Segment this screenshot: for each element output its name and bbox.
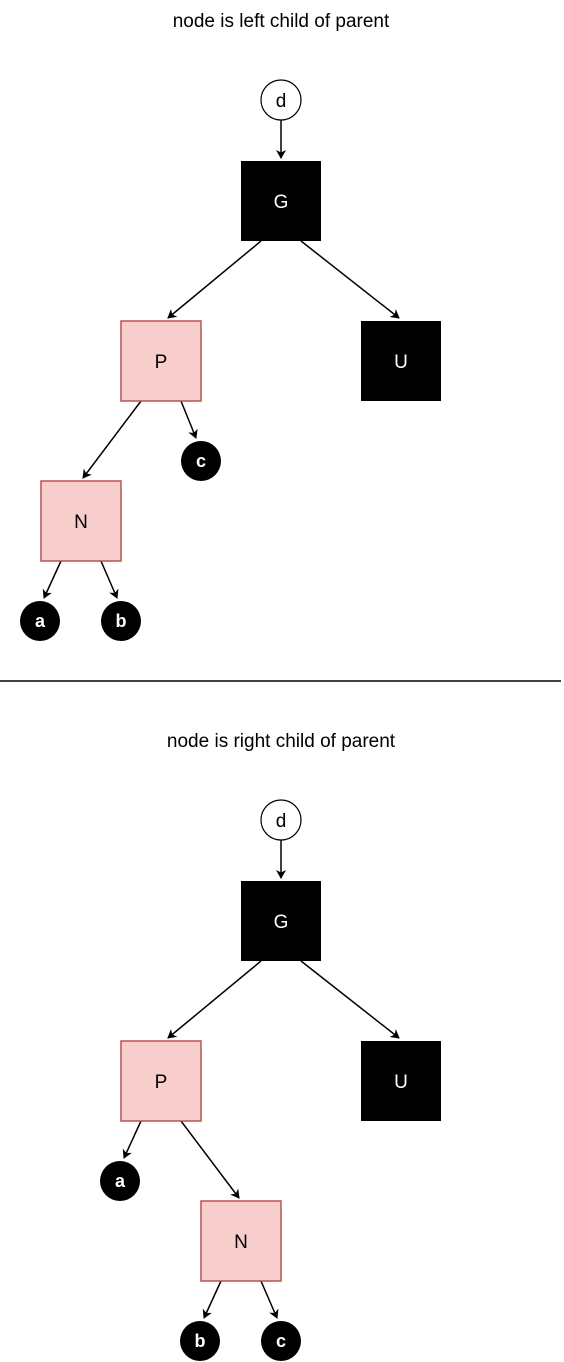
edge-n-to-b xyxy=(100,560,119,599)
edges xyxy=(122,840,400,1319)
leaf-b: b xyxy=(180,1321,220,1361)
edge-n-to-b xyxy=(202,1280,222,1319)
node-n-label: N xyxy=(74,512,88,533)
node-p: P xyxy=(120,320,202,402)
edge-p-to-n xyxy=(180,1120,240,1199)
leaf-b-label: b xyxy=(116,611,127,631)
diagram-left-child: node is left child of parent d G P xyxy=(20,11,441,641)
edge-g-to-u xyxy=(300,960,400,1039)
node-g-label: G xyxy=(274,192,289,213)
edges xyxy=(42,120,400,599)
node-d-label: d xyxy=(276,91,287,112)
edge-g-to-p xyxy=(167,960,262,1039)
leaf-a: a xyxy=(20,601,60,641)
node-n-label: N xyxy=(234,1232,248,1253)
leaf-b: b xyxy=(101,601,141,641)
node-p: P xyxy=(120,1040,202,1122)
leaf-a-label: a xyxy=(35,611,46,631)
node-g: G xyxy=(241,161,321,241)
node-p-label: P xyxy=(155,352,168,373)
node-g: G xyxy=(241,881,321,961)
node-p-label: P xyxy=(155,1072,168,1093)
node-u-label: U xyxy=(394,352,408,373)
node-d-label: d xyxy=(276,811,287,832)
node-d: d xyxy=(260,799,302,841)
node-n: N xyxy=(200,1200,282,1282)
node-u: U xyxy=(361,1041,441,1121)
leaf-b-label: b xyxy=(195,1331,206,1351)
edge-g-to-u xyxy=(300,240,400,319)
edge-p-to-c xyxy=(180,400,198,439)
node-g-label: G xyxy=(274,912,289,933)
diagram-title: node is right child of parent xyxy=(167,731,396,752)
node-u-label: U xyxy=(394,1072,408,1093)
node-n: N xyxy=(40,480,122,562)
diagram-right-child: node is right child of parent d G P xyxy=(100,731,441,1361)
edge-p-to-n xyxy=(82,400,142,479)
leaf-a-label: a xyxy=(115,1171,126,1191)
edge-g-to-p xyxy=(167,240,262,319)
edge-n-to-a xyxy=(42,560,62,599)
diagram-title: node is left child of parent xyxy=(173,11,390,32)
node-u: U xyxy=(361,321,441,401)
leaf-c: c xyxy=(181,441,221,481)
edge-p-to-a xyxy=(122,1120,142,1159)
leaf-c-label: c xyxy=(276,1331,286,1351)
leaf-a: a xyxy=(100,1161,140,1201)
leaf-c: c xyxy=(261,1321,301,1361)
node-d: d xyxy=(260,79,302,121)
leaf-c-label: c xyxy=(196,451,206,471)
edge-n-to-c xyxy=(260,1280,279,1319)
